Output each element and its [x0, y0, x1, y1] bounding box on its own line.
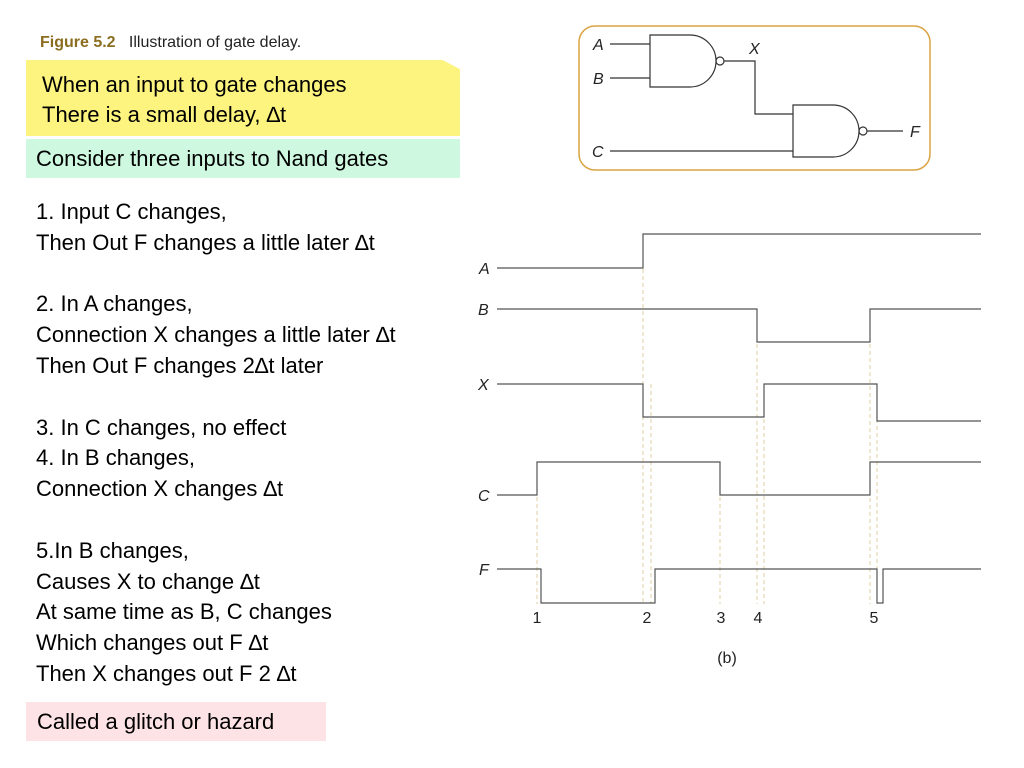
glitch-hazard-banner: Called a glitch or hazard: [26, 702, 326, 741]
signal-label-f: F: [479, 562, 490, 579]
circuit-label-b: B: [593, 71, 604, 88]
circuit-label-x: X: [748, 41, 761, 58]
event-label-2: 2: [643, 610, 652, 627]
step-line: At same time as B, C changes: [36, 599, 332, 625]
wire-x: [724, 60, 793, 115]
waveform-b: [497, 308, 981, 343]
circuit-label-f: F: [910, 124, 921, 141]
step-line: 1. Input C changes,: [36, 199, 227, 224]
waveform-f: [497, 568, 981, 604]
step-line: Which changes out F ∆t: [36, 630, 269, 656]
signal-label-a: A: [478, 261, 490, 278]
event-label-3: 3: [717, 610, 726, 627]
nand-gate-2: [792, 104, 860, 158]
gate-delay-callout: When an input to gate changes There is a…: [26, 60, 460, 136]
nand-circuit: A B C X F: [578, 25, 931, 171]
step-list: 1. Input C changes, Then Out F changes a…: [36, 197, 396, 690]
signal-label-c: C: [478, 488, 490, 505]
signal-label-x: X: [477, 377, 490, 394]
figure-caption: Figure 5.2 Illustration of gate delay.: [40, 34, 301, 52]
callout-line-2: There is a small delay, ∆t: [42, 102, 287, 127]
step-line: Connection X changes a little later ∆t: [36, 322, 396, 348]
nand-inputs-banner: Consider three inputs to Nand gates: [26, 139, 460, 178]
signal-label-b: B: [478, 302, 489, 319]
event-label-5: 5: [870, 610, 879, 627]
step-line: 3. In C changes, no effect: [36, 414, 287, 440]
step-line: 2. In A changes,: [36, 291, 193, 317]
step-line: Connection X changes ∆t: [36, 476, 284, 502]
panel-label: (b): [717, 650, 737, 667]
figure-caption-text: Illustration of gate delay.: [128, 34, 302, 51]
step-line: Then Out F changes 2∆t later: [36, 352, 324, 378]
nand-gate-1: [649, 34, 717, 88]
step-line: 4. In B changes,: [36, 445, 195, 471]
event-label-1: 1: [533, 610, 542, 627]
circuit-label-a: A: [592, 37, 604, 54]
step-line: 5.In B changes,: [36, 537, 189, 563]
circuit-label-c: C: [592, 144, 604, 161]
waveform-x: [497, 383, 981, 422]
figure-number: Figure 5.2: [40, 34, 116, 51]
timing-diagram: A B X C F 1 2 3 4 5 (b): [477, 233, 981, 667]
waveform-c: [497, 461, 981, 496]
event-label-4: 4: [754, 610, 763, 627]
step-line: Causes X to change ∆t: [36, 568, 260, 594]
step-line: Then X changes out F 2 ∆t: [36, 660, 297, 686]
waveform-a: [497, 233, 981, 269]
step-line: Then Out F changes a little later ∆t: [36, 229, 375, 255]
callout-line-1: When an input to gate changes: [42, 72, 347, 97]
